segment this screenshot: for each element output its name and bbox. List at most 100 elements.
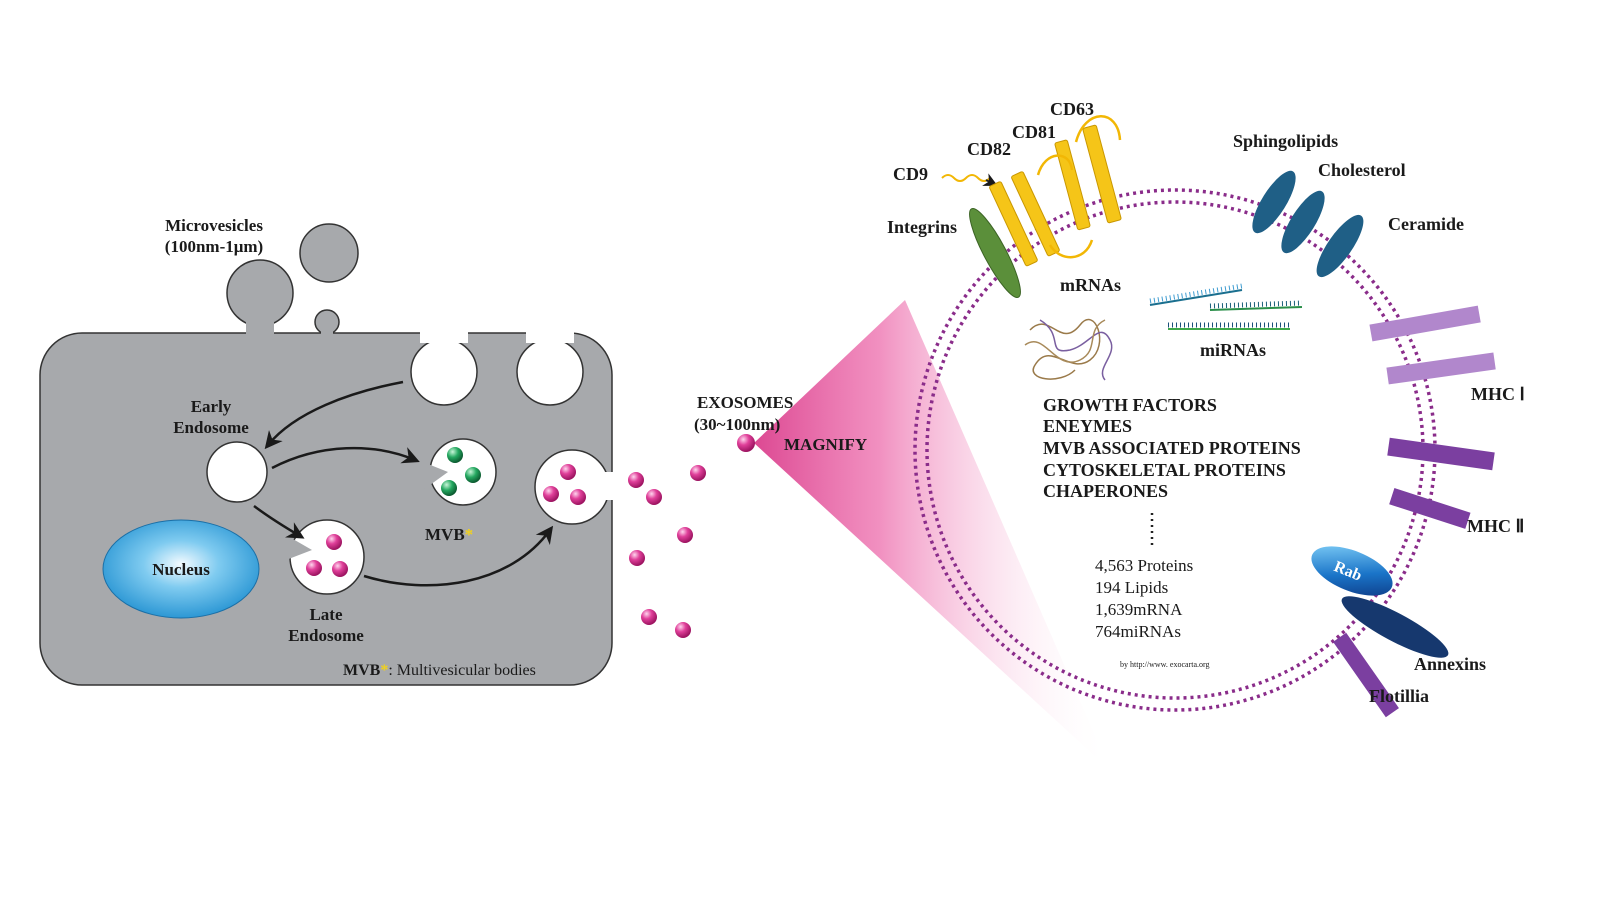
- bud-neck-large: [246, 318, 274, 338]
- invagination-2: [516, 338, 584, 406]
- count-mrna: 1,639mRNA: [1095, 600, 1183, 619]
- count-lipids: 194 Lipids: [1095, 578, 1168, 597]
- arrow-early-to-mvb: [271, 446, 420, 470]
- integrin: [969, 208, 1021, 298]
- cd9-label: CD9: [893, 164, 928, 184]
- bud-neck-small: [321, 326, 333, 338]
- early-endosome-label-2: Endosome: [173, 418, 249, 437]
- released-exosome: [628, 472, 644, 488]
- late-endosome-vesicle: [332, 561, 348, 577]
- rab: [1311, 546, 1393, 596]
- mhc1-bar: [1386, 352, 1496, 385]
- late-endosome-vesicle: [306, 560, 322, 576]
- microvesicles-size: (100nm-1μm): [165, 237, 263, 256]
- magnify-cone: [754, 300, 1110, 770]
- protein-class-list: GROWTH FACTORS ENEYMES MVB ASSOCIATED PR…: [1043, 395, 1301, 501]
- late-endosome: [289, 519, 365, 595]
- invagination-1-opening: [420, 331, 468, 343]
- released-exosome: [646, 489, 662, 505]
- sphingolipids-label: Sphingolipids: [1233, 131, 1338, 151]
- fusing-mvb-vesicle: [543, 486, 559, 502]
- annexins-label: Annexins: [1414, 654, 1486, 674]
- mhc1-bar: [1369, 305, 1481, 342]
- late-endosome-label-1: Late: [309, 605, 343, 624]
- protein-class: MVB ASSOCIATED PROTEINS: [1043, 438, 1301, 458]
- arrow-late-to-fusion: [363, 525, 554, 587]
- cholesterol: [1281, 190, 1325, 254]
- mvb-vesicle: [465, 467, 481, 483]
- cd81-label: CD81: [1012, 122, 1056, 142]
- early-endosome: [206, 441, 268, 503]
- late-endosome-notch: [286, 535, 312, 560]
- tetraspanin-helix: [1082, 124, 1122, 224]
- cholesterol-label: Cholesterol: [1318, 160, 1406, 180]
- exosome-group: Rab CD63 CD81 CD82 CD9 Integrins Sphingo…: [887, 99, 1525, 718]
- released-exosome: [690, 465, 706, 481]
- fusing-mvb-vesicle: [560, 464, 576, 480]
- mvb-label: MVB*: [425, 525, 473, 544]
- exosomes-label: EXOSOMES: [697, 393, 793, 412]
- ceramide-label: Ceramide: [1388, 214, 1464, 234]
- mvb-legend: MVB*: Multivesicular bodies: [343, 662, 536, 679]
- magnify-label: MAGNIFY: [784, 435, 867, 454]
- tetraspanin-helix: [1054, 139, 1091, 231]
- nucleus: [102, 519, 260, 619]
- arrow-early-to-late: [253, 504, 305, 539]
- protein-class: GROWTH FACTORS: [1043, 395, 1217, 415]
- released-exosome: [675, 622, 691, 638]
- protein-class: CYTOSKELETAL PROTEINS: [1043, 460, 1286, 480]
- ceramide: [1316, 214, 1364, 278]
- fusion-pore: [598, 472, 616, 500]
- microvesicle-free: [299, 223, 359, 283]
- flotillin: [1333, 632, 1399, 718]
- nucleus-label: Nucleus: [152, 560, 210, 579]
- released-exosomes: [628, 465, 706, 638]
- fusing-mvb: [534, 449, 610, 525]
- magnified-exosome: [737, 434, 755, 452]
- cargo-counts: 4,563 Proteins 194 Lipids 1,639mRNA 764m…: [1095, 556, 1193, 641]
- tetraspanin-loop: [1048, 239, 1094, 259]
- mirnas-label: miRNAs: [1200, 340, 1266, 360]
- count-proteins: 4,563 Proteins: [1095, 556, 1193, 575]
- cell-group: Microvesicles (100nm-1μm) Early Endosome…: [39, 216, 616, 686]
- released-exosome: [677, 527, 693, 543]
- mirna-strands: [1149, 283, 1303, 330]
- mhc1-label: MHC Ⅰ: [1471, 384, 1525, 404]
- released-exosome: [629, 550, 645, 566]
- late-endosome-vesicle: [326, 534, 342, 550]
- sphingolipid: [1252, 170, 1296, 234]
- cd9-tail: [941, 174, 991, 182]
- mhc2-bar: [1389, 488, 1471, 529]
- annexin: [1341, 596, 1449, 658]
- late-endosome-label-2: Endosome: [288, 626, 364, 645]
- early-endosome-label-1: Early: [191, 397, 232, 416]
- source-credit: by http://www. exocarta.org: [1120, 660, 1210, 669]
- mvb-vesicle: [447, 447, 463, 463]
- cd9-pointer: [982, 173, 998, 186]
- integrins-label: Integrins: [887, 217, 957, 237]
- cd82-label: CD82: [967, 139, 1011, 159]
- tetraspanin-loop: [1036, 154, 1074, 176]
- protein-class: CHAPERONES: [1043, 481, 1168, 501]
- arrow-invagination-to-early: [264, 380, 404, 450]
- flotillia-label: Flotillia: [1369, 686, 1429, 706]
- mhc2-bar: [1387, 437, 1495, 471]
- tetraspanin-helix: [1011, 171, 1060, 257]
- cd63-label: CD63: [1050, 99, 1094, 119]
- mvb-vesicle: [441, 480, 457, 496]
- exosomes-size: (30~100nm): [694, 415, 780, 434]
- count-mirnas: 764miRNAs: [1095, 622, 1181, 641]
- fusing-mvb-vesicle: [570, 489, 586, 505]
- invagination-1: [410, 338, 478, 406]
- released-exosome: [641, 609, 657, 625]
- mhc2-label: MHC Ⅱ: [1467, 516, 1524, 536]
- microvesicle-bud-large: [226, 259, 294, 327]
- invagination-2-opening: [526, 331, 574, 343]
- tetraspanin-loop: [1074, 115, 1122, 143]
- mrnas-label: mRNAs: [1060, 275, 1121, 295]
- mvb-notch: [423, 462, 448, 490]
- mrna-tangle: [1024, 318, 1113, 381]
- microvesicles-label: Microvesicles: [165, 216, 263, 235]
